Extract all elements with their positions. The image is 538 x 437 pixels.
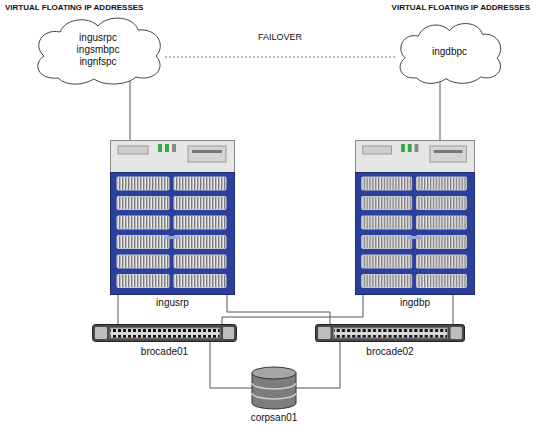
device-name: brocade02 [366,346,413,358]
server-art [110,140,235,295]
device-name: ingusrp [156,297,189,309]
network-cable [440,79,441,140]
network-cable [453,295,454,324]
device-name: corpsan01 [251,412,298,424]
device-name: brocade01 [141,346,188,358]
network-cable [222,295,363,324]
connector-line [296,342,340,388]
san-storage: corpsan01 [250,366,298,410]
cloud-text-stack: ingusrpcingsmbpcingnfspc [28,12,168,87]
connector-line [210,342,252,388]
section-title: VIRTUAL FLOATING IP ADDRESSES [392,3,530,13]
failover-link [165,57,395,58]
cloud-text-stack: ingdbpc [392,18,507,86]
device-name: ingdbp [400,297,430,309]
ip-name: ingnfspc [79,56,116,68]
fc-switch: brocade02 [315,322,465,344]
connector-line [130,79,131,140]
connector-line [222,295,363,324]
switch-art [315,322,465,344]
connector-line [227,295,330,324]
network-cable [130,79,131,140]
fc-switch: brocade01 [92,322,237,344]
ip-name: ingsmbpc [77,44,120,56]
server-art [355,140,475,295]
edge-label: FAILOVER [256,32,304,43]
switch-art [92,322,237,344]
connector-line [118,295,119,324]
network-cable [118,295,119,324]
server-node: ingdbp [355,140,475,295]
ip-name: ingusrpc [79,32,117,44]
network-cable [296,342,340,388]
floating-ip-cloud: ingdbpc [392,18,507,86]
ip-name: ingdbpc [432,46,467,58]
connector-line [165,57,395,58]
disk-art [250,366,298,410]
connector-line [453,295,454,324]
section-title: VIRTUAL FLOATING IP ADDRESSES [5,3,143,13]
network-cable [210,342,252,388]
connector-line [440,79,441,140]
network-cable [227,295,330,324]
floating-ip-cloud: ingusrpcingsmbpcingnfspc [28,12,168,87]
server-node: ingusrp [110,140,235,295]
